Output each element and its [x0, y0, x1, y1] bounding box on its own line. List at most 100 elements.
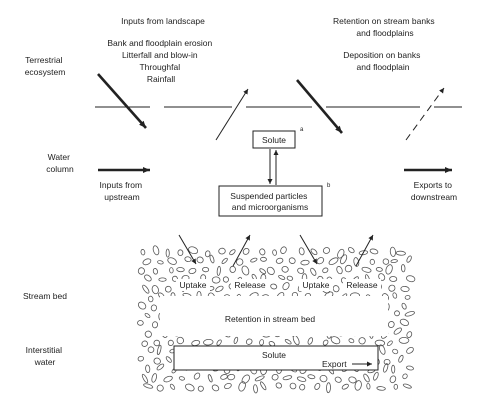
gravel-pebble [241, 265, 250, 276]
gravel-pebble [398, 336, 410, 344]
input-item-4: Rainfall [147, 74, 175, 84]
gravel-pebble [400, 285, 410, 293]
gravel-pebble [391, 364, 396, 374]
solute-box-label: Solute [262, 135, 286, 145]
gravel-pebble [253, 384, 258, 394]
gravel-pebble [334, 376, 342, 383]
gravel-pebble [147, 346, 155, 354]
particles-box-label: Suspended particles and microorganisms [230, 191, 309, 212]
uptake-label-left: Uptake [180, 280, 207, 290]
gravel-pebble [341, 383, 349, 390]
gravel-pebble [177, 249, 184, 256]
zone-label-interstitial: Interstitial water [26, 345, 65, 367]
gravel-pebble [406, 331, 413, 338]
gravel-pebble [378, 273, 386, 281]
gravel-pebble [259, 339, 265, 346]
gravel-pebble [140, 249, 146, 256]
gravel-pebble [178, 376, 185, 381]
interstitial-export-label: Export [322, 359, 347, 369]
gravel-pebble [147, 295, 154, 303]
gravel-pebble [406, 347, 414, 354]
gravel-pebble [307, 374, 316, 380]
gravel-pebble [245, 338, 253, 345]
inputs-from-landscape-title: Inputs from landscape [121, 16, 205, 26]
gravel-pebble [157, 260, 164, 265]
water-to-land-arrow [215, 88, 249, 141]
gravel-pebble [167, 257, 177, 265]
release-arrow-left [232, 234, 251, 267]
gravel-pebble [406, 365, 414, 371]
gravel-pebble [152, 245, 160, 256]
gravel-pebble [275, 382, 282, 389]
particles-box-line-1: Suspended particles [230, 191, 307, 201]
gravel-pebble [167, 339, 174, 346]
gravel-pebble [144, 330, 152, 338]
gravel-pebble [399, 318, 409, 326]
uptake-label-bg-left [176, 279, 210, 291]
gravel-pebble [336, 266, 343, 275]
particles-marker: b [327, 183, 331, 189]
gravel-pebble [221, 257, 228, 264]
gravel-pebble [373, 371, 379, 381]
gravel-pebble [224, 382, 232, 390]
gravel-pebble [393, 327, 402, 335]
retention-stream-bed-label: Retention in stream bed [225, 314, 316, 324]
gravel-pebble [282, 282, 290, 291]
gravel-pebble [153, 339, 161, 347]
gravel-pebble [387, 321, 395, 328]
gravel-pebble [402, 373, 408, 380]
gravel-pebble [229, 249, 236, 256]
gravel-pebble [300, 259, 310, 266]
gravel-pebble [222, 276, 229, 283]
gravel-pebble [297, 267, 305, 274]
gravel-pebble [354, 380, 362, 391]
gravel-pebble [348, 376, 357, 384]
gravel-pebble [322, 247, 331, 254]
uptake-label-right: Uptake [303, 280, 330, 290]
inputs-upstream-line-2: upstream [104, 192, 139, 202]
gravel-pebble [216, 339, 222, 346]
gravel-pebble [322, 339, 329, 346]
gravel-pebble [289, 382, 297, 390]
gravel-pebble [389, 276, 398, 282]
gravel-pebble [229, 265, 236, 273]
uptake-arrow-right [299, 234, 318, 265]
gravel-pebble [254, 375, 265, 382]
gravel-pebble [188, 246, 199, 255]
gravel-pebble [197, 385, 204, 392]
input-item-2: Litterfall and blow-in [122, 50, 198, 60]
gravel-pebble [395, 250, 406, 256]
gravel-pebble [272, 249, 277, 256]
gravel-pebble [137, 355, 144, 362]
gravel-pebble [406, 275, 416, 283]
gravel-pebble [215, 285, 224, 293]
gravel-pebble [286, 275, 294, 281]
gravel-pebble [392, 348, 399, 355]
gravel-pebble [144, 312, 151, 319]
gravel-pebble [307, 337, 314, 345]
gravel-pebble [389, 246, 396, 257]
gravel-pebble [211, 276, 221, 284]
gravel-pebble [298, 247, 305, 256]
gravel-pebble [211, 384, 220, 392]
uptake-arrow-left [178, 234, 197, 265]
gravel-pebble [143, 383, 154, 389]
gravel-pebble [153, 357, 161, 365]
gravel-pebble [145, 364, 151, 373]
gravel-pebble [203, 338, 214, 346]
gravel-pebble [398, 354, 404, 363]
gravel-pebble [184, 256, 192, 263]
release-label-left: Release [234, 280, 265, 290]
interstitial-solute-label: Solute [262, 350, 286, 360]
gravel-pebble [401, 302, 407, 310]
gravel-pebble [185, 383, 195, 392]
input-item-3: Throughfal [139, 62, 180, 72]
gravel-pebble [151, 373, 157, 383]
gravel-pebble [389, 375, 397, 384]
exports-downstream-line-1: Exports to [414, 180, 453, 190]
retention-banks-title-line-2: and floodplains [356, 28, 413, 38]
gravel-pebble [176, 336, 184, 345]
gravel-pebble [340, 254, 348, 265]
gravel-pebble [310, 267, 317, 276]
retention-banks-title-line-1: Retention on stream banks [333, 16, 435, 26]
